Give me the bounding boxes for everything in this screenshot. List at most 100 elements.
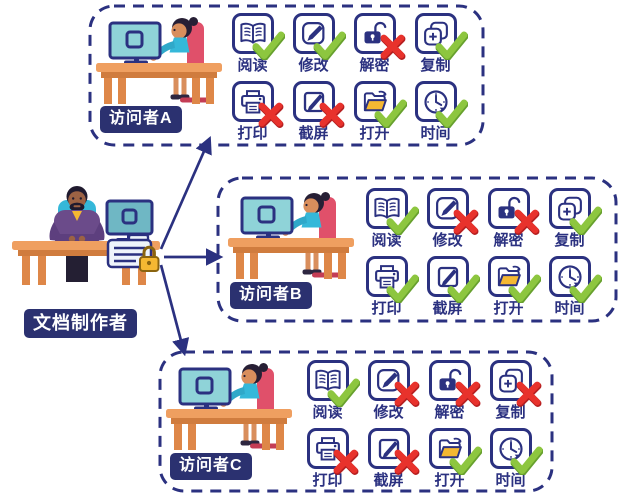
visitor-a-label: 访问者A xyxy=(100,106,182,133)
locked-document xyxy=(106,233,160,272)
permission-label: 修改 xyxy=(373,404,404,421)
permission-screenshot: 截屏 xyxy=(358,428,419,489)
allowed-check-icon xyxy=(313,31,346,61)
allowed-check-icon xyxy=(508,274,541,304)
permission-label: 复制 xyxy=(495,404,526,421)
permission-screenshot: 截屏 xyxy=(283,81,344,142)
allowed-check-icon xyxy=(386,206,419,236)
open-icon xyxy=(353,81,407,129)
permission-label: 时间 xyxy=(420,125,451,142)
permission-decrypt: 解密 xyxy=(344,13,405,74)
modify-icon xyxy=(292,13,346,61)
allowed-check-icon xyxy=(252,31,285,61)
denied-x-icon xyxy=(512,206,541,235)
permission-open: 打开 xyxy=(478,256,541,317)
permission-time: 时间 xyxy=(405,81,468,142)
permission-copy: 复制 xyxy=(480,360,541,421)
modify-icon xyxy=(426,188,478,235)
permission-label: 时间 xyxy=(495,472,526,489)
permission-label: 解密 xyxy=(359,57,390,74)
permission-copy: 复制 xyxy=(405,13,468,74)
read-icon xyxy=(231,13,285,61)
screenshot-icon xyxy=(367,428,419,475)
permission-label: 打开 xyxy=(359,125,390,142)
allowed-check-icon xyxy=(447,274,480,304)
decrypt-icon xyxy=(353,13,405,60)
permission-label: 时间 xyxy=(554,300,585,317)
creator-illustration xyxy=(12,186,160,285)
permission-open: 打开 xyxy=(344,81,407,142)
permission-label: 复制 xyxy=(554,232,585,249)
permission-label: 修改 xyxy=(298,57,329,74)
permission-copy: 复制 xyxy=(539,188,602,249)
permission-label: 截屏 xyxy=(373,472,404,489)
time-icon xyxy=(489,428,543,476)
permissions-grid-b: 阅读 修改 解密 复制打印 截屏 打开 时间 xyxy=(356,188,602,317)
permission-label: 阅读 xyxy=(237,57,268,74)
open-icon xyxy=(487,256,541,304)
read-icon xyxy=(365,188,419,236)
visitor-b-label: 访问者B xyxy=(230,282,312,309)
permission-screenshot: 截屏 xyxy=(417,256,480,317)
decrypt-icon xyxy=(428,360,480,407)
allowed-check-icon xyxy=(569,274,602,304)
denied-x-icon xyxy=(392,378,421,407)
permissions-grid-c: 阅读修改解密复制打印截屏打开时间 xyxy=(297,360,543,489)
permission-label: 阅读 xyxy=(371,232,402,249)
permission-decrypt: 解密 xyxy=(419,360,480,421)
permission-modify: 修改 xyxy=(417,188,478,249)
permission-label: 阅读 xyxy=(312,404,343,421)
copy-icon xyxy=(489,360,541,407)
visitor-c-figure: 访问者C xyxy=(158,350,554,493)
decrypt-icon xyxy=(487,188,539,235)
denied-x-icon xyxy=(256,99,285,128)
copy-icon xyxy=(414,13,468,61)
permission-print: 打印 xyxy=(222,81,283,142)
permission-print: 打印 xyxy=(356,256,419,317)
permission-modify: 修改 xyxy=(358,360,419,421)
allowed-check-icon xyxy=(510,446,543,476)
visitor-box-c: 访问者C 阅读修改解密复制打印截屏打开时间 xyxy=(158,350,554,493)
permission-label: 解密 xyxy=(434,404,465,421)
print-icon xyxy=(365,256,419,304)
permission-open: 打开 xyxy=(419,428,482,489)
visitor-illustration xyxy=(226,190,356,281)
copy-icon xyxy=(548,188,602,236)
permission-label: 修改 xyxy=(432,232,463,249)
permission-label: 打印 xyxy=(371,300,402,317)
permission-label: 截屏 xyxy=(432,300,463,317)
allowed-check-icon xyxy=(327,378,360,408)
visitor-box-a: 访问者A 阅读 修改 解密复制打印截屏打开 时间 xyxy=(88,4,485,147)
denied-x-icon xyxy=(451,206,480,235)
open-icon xyxy=(428,428,482,476)
visitor-illustration xyxy=(164,361,294,452)
permission-label: 打开 xyxy=(493,300,524,317)
screenshot-icon xyxy=(292,81,344,128)
read-icon xyxy=(306,360,360,408)
time-icon xyxy=(414,81,468,129)
padlock-icon xyxy=(139,245,160,272)
visitor-a-figure: 访问者A xyxy=(88,4,485,147)
time-icon xyxy=(548,256,602,304)
creator-figure: 文档制作者 xyxy=(10,182,170,352)
permissions-grid-a: 阅读 修改 解密复制打印截屏打开 时间 xyxy=(222,13,468,142)
allowed-check-icon xyxy=(435,31,468,61)
creator-person xyxy=(49,186,105,282)
permission-read: 阅读 xyxy=(297,360,360,421)
visitor-illustration xyxy=(94,15,224,106)
allowed-check-icon xyxy=(374,99,407,129)
screenshot-icon xyxy=(426,256,480,304)
denied-x-icon xyxy=(331,446,360,475)
visitor-box-b: 访问者B 阅读 修改 解密 复制打印 截屏 打开 时间 xyxy=(216,176,618,323)
permission-decrypt: 解密 xyxy=(478,188,539,249)
denied-x-icon xyxy=(378,31,407,60)
allowed-check-icon xyxy=(386,274,419,304)
permission-label: 解密 xyxy=(493,232,524,249)
modify-icon xyxy=(367,360,419,407)
permission-read: 阅读 xyxy=(356,188,419,249)
denied-x-icon xyxy=(392,446,421,475)
print-icon xyxy=(306,428,358,475)
allowed-check-icon xyxy=(569,206,602,236)
denied-x-icon xyxy=(453,378,482,407)
